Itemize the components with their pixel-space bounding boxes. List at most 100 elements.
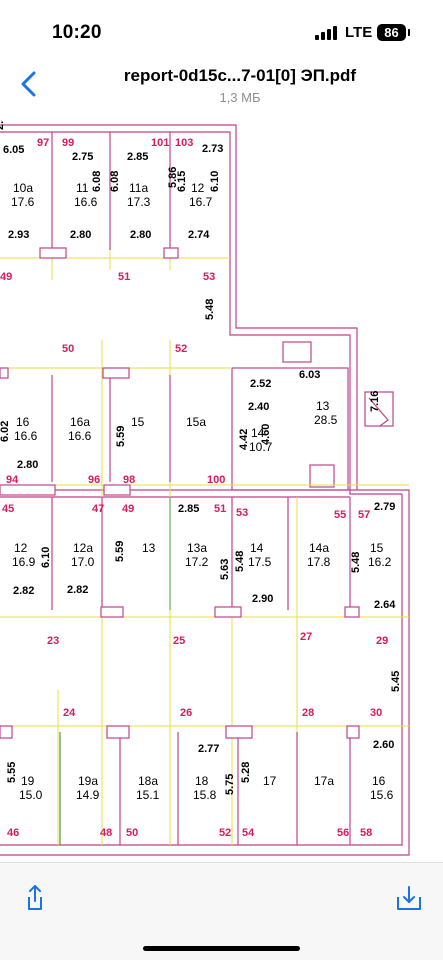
wall-dimension: 2.73 — [202, 143, 223, 155]
document-size: 1,3 МБ — [219, 90, 261, 105]
axis-marker: 26 — [180, 707, 192, 719]
room-area: 15.1 — [136, 788, 160, 802]
wall-dimension: 2.77 — [198, 743, 219, 755]
room-area: 16.9 — [12, 555, 36, 569]
wall-dimension: 2.80 — [130, 229, 151, 241]
wall-dimension: 5.86 — [167, 167, 179, 188]
wall-dimension: 2.52 — [250, 378, 271, 390]
axis-marker: 97 — [37, 137, 49, 149]
battery-icon: 86 — [377, 24, 410, 41]
axis-marker: 25 — [173, 635, 185, 647]
wall-dimension: 2.75 — [72, 151, 93, 163]
axis-marker: 58 — [360, 827, 372, 839]
wall-dimension: 5.48 — [350, 552, 362, 573]
wall-dimension: 2.74 — [188, 229, 210, 241]
room-area: 17.2 — [185, 555, 209, 569]
axis-marker: 57 — [358, 509, 370, 521]
wall-dimension: 6.03 — [299, 369, 320, 381]
room-number: 17 — [263, 774, 277, 788]
status-time: 10:20 — [52, 22, 102, 43]
home-indicator — [143, 946, 300, 951]
wall-dimension: 6.10 — [209, 171, 221, 192]
axis-marker: 98 — [123, 474, 135, 486]
wall-dimension: 4.42 — [238, 429, 250, 450]
room-number: 15а — [186, 415, 206, 429]
room-number: 13а — [187, 541, 207, 555]
wall-dimension: 2.64 — [374, 599, 396, 611]
room-area: 17.0 — [71, 555, 95, 569]
wall-dimension: 6.10 — [40, 547, 52, 568]
wall-dimension: 6.15 — [176, 171, 188, 192]
axis-marker: 48 — [100, 827, 112, 839]
axis-marker: 54 — [242, 827, 255, 839]
room-number: 19 — [21, 774, 35, 788]
axis-marker: 27 — [300, 631, 312, 643]
room-area: 14.9 — [76, 788, 100, 802]
wall-dimension: 2.82 — [67, 584, 88, 596]
axis-marker: 49 — [0, 271, 12, 283]
axis-marker: 49 — [122, 503, 134, 515]
room-area: 17.5 — [248, 555, 272, 569]
room-area: 10.7 — [249, 440, 273, 454]
room-area: 16.2 — [368, 555, 392, 569]
wall-dimension: 2.85 — [178, 503, 199, 515]
axis-marker: 53 — [203, 271, 215, 283]
room-number: 16 — [16, 415, 30, 429]
wall-dimension: 7.16 — [369, 391, 381, 412]
status-bar: 10:20 LTE 86 — [0, 0, 443, 60]
axis-marker: 24 — [63, 707, 76, 719]
room-area: 15.8 — [193, 788, 217, 802]
navigation-bar: report-0d15c...7-01[0] ЭП.pdf 1,3 МБ — [0, 60, 443, 112]
room-number: 11а — [129, 181, 148, 195]
wall-dimension: 2.80 — [70, 229, 91, 241]
room-number: 12 — [191, 181, 205, 195]
floor-plan: 6.052.992.752.852.736.086.086.155.866.10… — [0, 120, 410, 856]
room-area: 16.7 — [189, 195, 213, 209]
wall-dimension: 6.08 — [109, 171, 121, 192]
axis-marker: 52 — [219, 827, 231, 839]
share-icon[interactable] — [20, 883, 50, 913]
room-number: 18а — [138, 774, 158, 788]
room-area: 16.6 — [68, 429, 92, 443]
room-number: 14а — [309, 541, 329, 555]
cellular-signal-icon — [315, 26, 339, 40]
axis-marker: 101 — [151, 137, 169, 149]
wall-dimension: 4.60 — [260, 424, 272, 445]
axis-marker: 55 — [334, 509, 346, 521]
axis-marker: 28 — [302, 707, 314, 719]
download-icon[interactable] — [394, 883, 424, 913]
room-number: 14 — [251, 426, 265, 440]
axis-marker: 56 — [337, 827, 349, 839]
wall-dimension: 5.45 — [390, 671, 402, 692]
room-number: 15 — [131, 415, 145, 429]
room-number: 15 — [370, 541, 384, 555]
room-area: 16.6 — [74, 195, 98, 209]
wall-dimension: 5.48 — [204, 299, 216, 320]
room-area: 16.6 — [14, 429, 38, 443]
room-number: 11 — [76, 181, 89, 195]
axis-marker: 100 — [207, 474, 225, 486]
wall-dimension: 5.75 — [224, 774, 236, 795]
wall-dimension: 6.08 — [91, 171, 103, 192]
wall-dimension: 2.60 — [373, 739, 394, 751]
room-area: 28.5 — [314, 413, 338, 427]
axis-marker: 50 — [62, 343, 74, 355]
back-chevron-icon[interactable] — [14, 68, 46, 100]
room-number: 12а — [73, 541, 93, 555]
room-area: 17.6 — [11, 195, 35, 209]
axis-marker: 30 — [370, 707, 382, 719]
wall-dimension: 2.93 — [8, 229, 29, 241]
room-number: 12 — [14, 541, 28, 555]
wall-dimension: 5.55 — [6, 762, 18, 783]
axis-marker: 53 — [236, 507, 248, 519]
axis-marker: 23 — [47, 635, 59, 647]
pdf-viewer[interactable]: 6.052.992.752.852.736.086.086.155.866.10… — [0, 120, 443, 860]
room-number: 18 — [195, 774, 209, 788]
bottom-toolbar — [0, 862, 443, 960]
room-number: 19а — [78, 774, 98, 788]
axis-marker: 45 — [2, 503, 14, 515]
axis-marker: 46 — [7, 827, 19, 839]
axis-marker: 29 — [376, 635, 388, 647]
wall-dimension: 2.79 — [374, 501, 395, 513]
axis-marker: 51 — [118, 271, 130, 283]
